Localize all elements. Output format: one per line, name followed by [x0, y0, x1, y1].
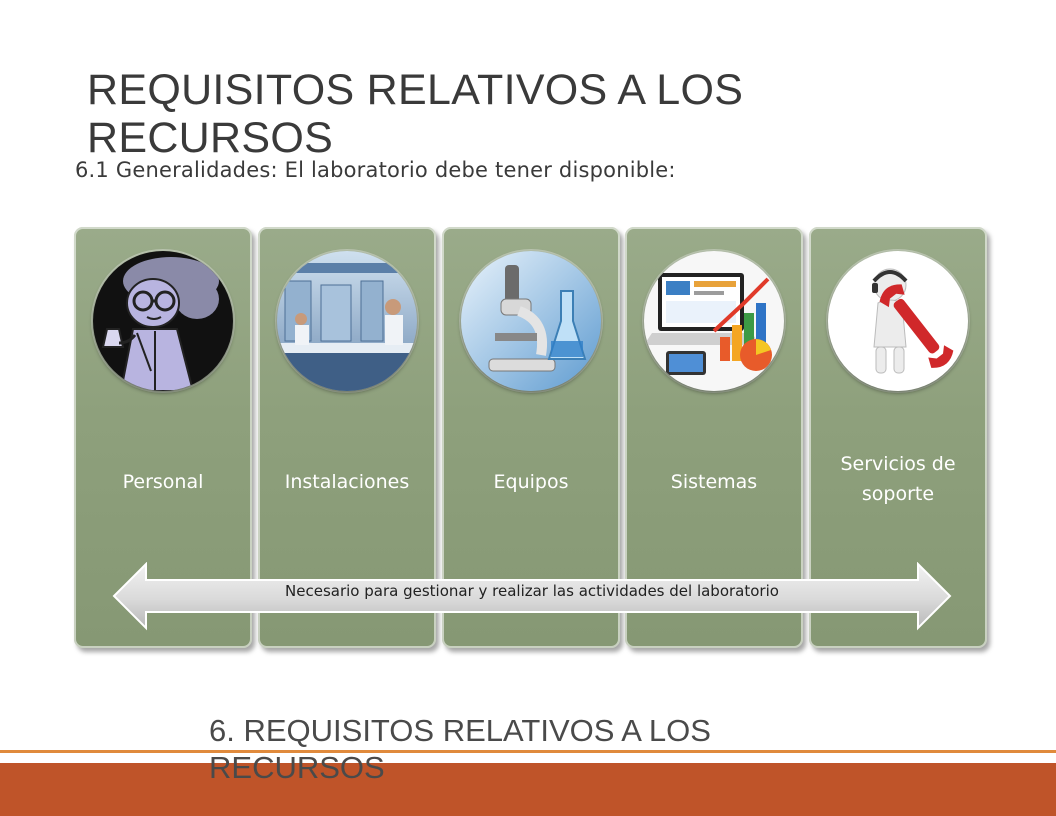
card-personal: Personal — [74, 227, 252, 648]
card-instalaciones: Instalaciones — [258, 227, 436, 648]
computer-charts-icon — [644, 251, 784, 391]
arrow-caption: Necesario para gestionar y realizar las … — [285, 582, 779, 600]
card-equipos: Equipos — [442, 227, 620, 648]
double-arrow: Necesario para gestionar y realizar las … — [112, 562, 952, 632]
card-label: Instalaciones — [284, 471, 410, 493]
card-label: Personal — [122, 471, 204, 493]
wrench-support-icon — [828, 251, 968, 391]
footer-title: 6. REQUISITOS RELATIVOS A LOS RECURSOS — [209, 713, 711, 785]
slide-subtitle: 6.1 Generalidades: El laboratorio debe t… — [75, 158, 676, 182]
footer-bar — [0, 763, 1056, 816]
card-servicios-de-soporte: Servicios de soporte — [809, 227, 987, 648]
card-label: Servicios de soporte — [840, 453, 956, 505]
scientist-icon — [93, 251, 233, 391]
card-label: Sistemas — [670, 471, 758, 493]
card-sistemas: Sistemas — [625, 227, 803, 648]
microscope-icon — [461, 251, 601, 391]
slide-title: REQUISITOS RELATIVOS A LOS RECURSOS — [87, 66, 744, 162]
laboratory-icon — [277, 251, 417, 391]
card-label: Equipos — [493, 471, 569, 493]
footer-divider — [0, 750, 1056, 753]
